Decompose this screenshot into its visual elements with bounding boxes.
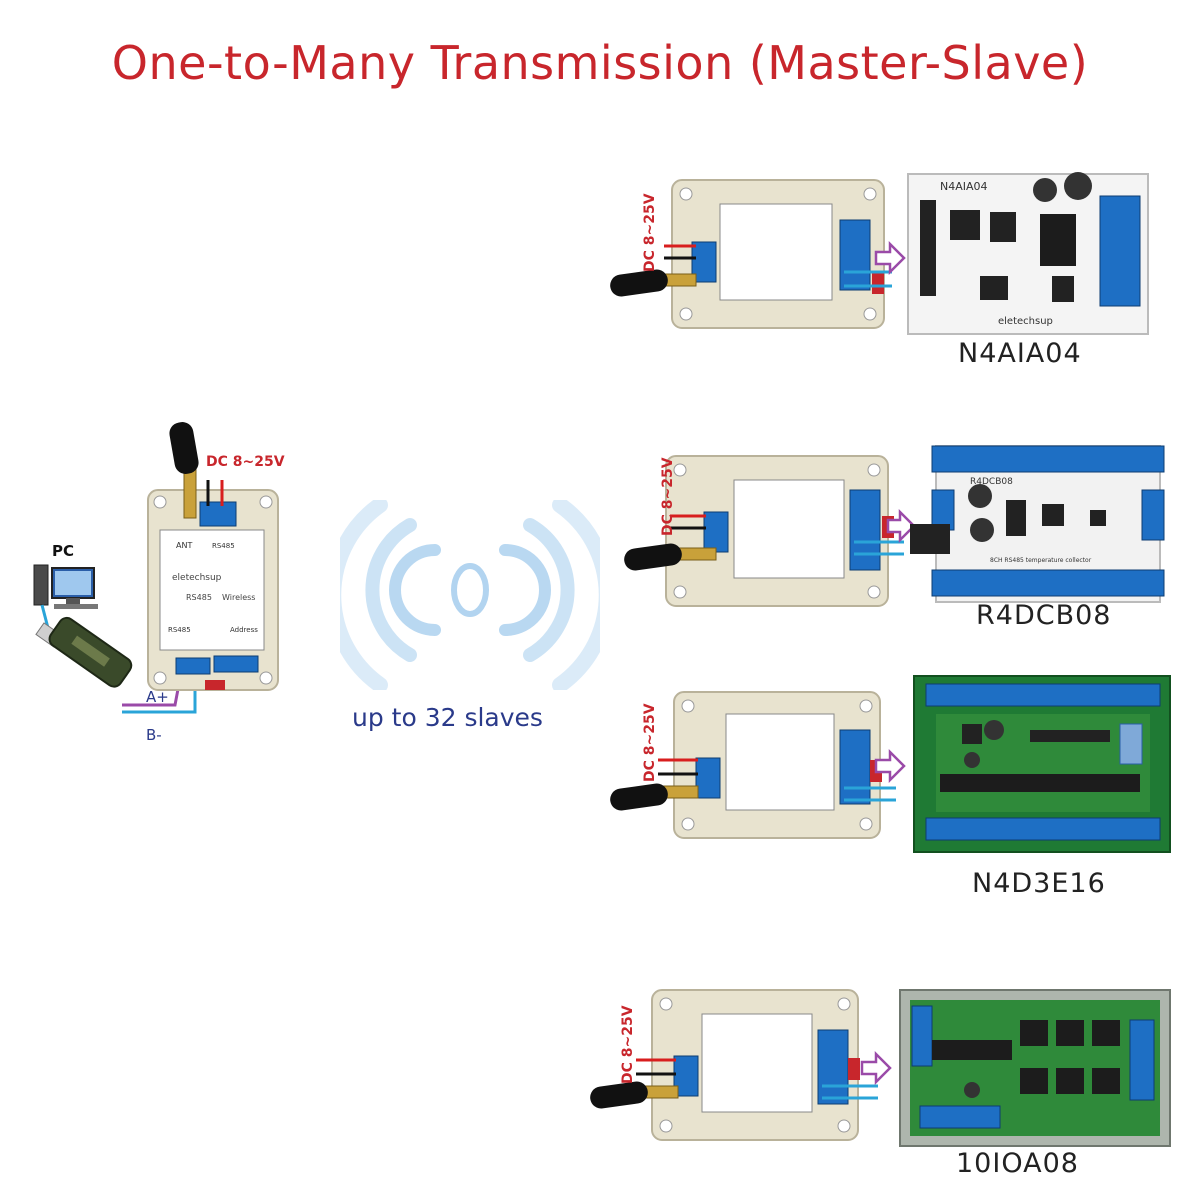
master-dc-label: DC 8~25V	[206, 454, 285, 470]
slave-1-board: N4AIA04 eletechsup	[907, 172, 1149, 335]
slave-2-board-print: R4DCB08	[970, 477, 1013, 487]
slave-2-arrow-right-icon	[886, 508, 916, 544]
master-module-text-5: Wireless	[222, 593, 255, 602]
slave-4-antenna-icon	[590, 1081, 679, 1109]
wireless-wave-icon	[340, 500, 600, 690]
pc-icon	[33, 564, 98, 609]
slave-2-board-note: 8CH RS485 temperature collector	[990, 557, 1092, 564]
slave-4-board	[899, 989, 1171, 1147]
slave-3-board	[913, 675, 1171, 853]
slave-1-arrow-right-icon	[874, 240, 906, 276]
slave-3-module	[673, 691, 882, 839]
slave-3-dc-label: DC 8~25V	[642, 703, 658, 782]
slave-row-2: DC 8~25V R4DCB08 8CH RS485 temperature c…	[624, 445, 1165, 607]
page-title: One-to-Many Transmission (Master-Slave)	[111, 36, 1089, 90]
slave-1-board-brand: eletechsup	[998, 316, 1053, 327]
slave-1-dc-label: DC 8~25V	[642, 193, 658, 272]
slave-3-arrow-right-icon	[874, 748, 906, 784]
slave-1-model-label: N4AIA04	[958, 338, 1082, 369]
slave-4-module	[651, 989, 860, 1141]
wire-b-label: B-	[146, 726, 162, 744]
slave-row-4: DC 8~25V	[590, 989, 1171, 1147]
slave-2-board: R4DCB08 8CH RS485 temperature collector	[910, 445, 1165, 603]
slave-4-dc-label: DC 8~25V	[620, 1005, 636, 1084]
slave-2-model-label: R4DCB08	[976, 600, 1112, 631]
slave-row-3: DC 8~25V	[610, 675, 1171, 853]
slave-2-module	[665, 455, 894, 607]
master-module-text-7: Address	[230, 626, 258, 634]
master-module-text-6: RS485	[168, 626, 191, 634]
slave-1-module	[671, 179, 885, 329]
slave-4-model-label: 10IOA08	[956, 1148, 1079, 1179]
master-module-text-1: ANT	[176, 541, 192, 550]
slave-2-dc-label: DC 8~25V	[660, 457, 676, 536]
master-module-text-3: eletechsup	[172, 573, 222, 583]
master-module: ANT RS485 eletechsup RS485 Wireless RS48…	[147, 489, 279, 691]
slave-3-antenna-icon	[610, 783, 699, 811]
slaves-count-label: up to 32 slaves	[352, 703, 543, 732]
master-module-text-2: RS485	[212, 542, 235, 550]
slave-1-antenna-icon	[610, 269, 697, 297]
slave-1-board-print: N4AIA04	[940, 180, 988, 193]
slave-4-arrow-right-icon	[860, 1050, 892, 1086]
antenna-icon	[169, 422, 199, 519]
master-group: PC A+ B- ANT RS485 eletechsup RS485 Wire…	[33, 422, 285, 744]
wire-a-label: A+	[146, 688, 169, 706]
slave-3-model-label: N4D3E16	[972, 868, 1106, 899]
pc-label: PC	[52, 542, 74, 560]
slave-row-1: DC 8~25V N4AIA04 eletechsup	[610, 172, 1149, 335]
slave-2-antenna-icon	[624, 543, 717, 571]
master-module-text-4: RS485	[186, 593, 212, 602]
usb-adapter-icon	[35, 604, 133, 688]
